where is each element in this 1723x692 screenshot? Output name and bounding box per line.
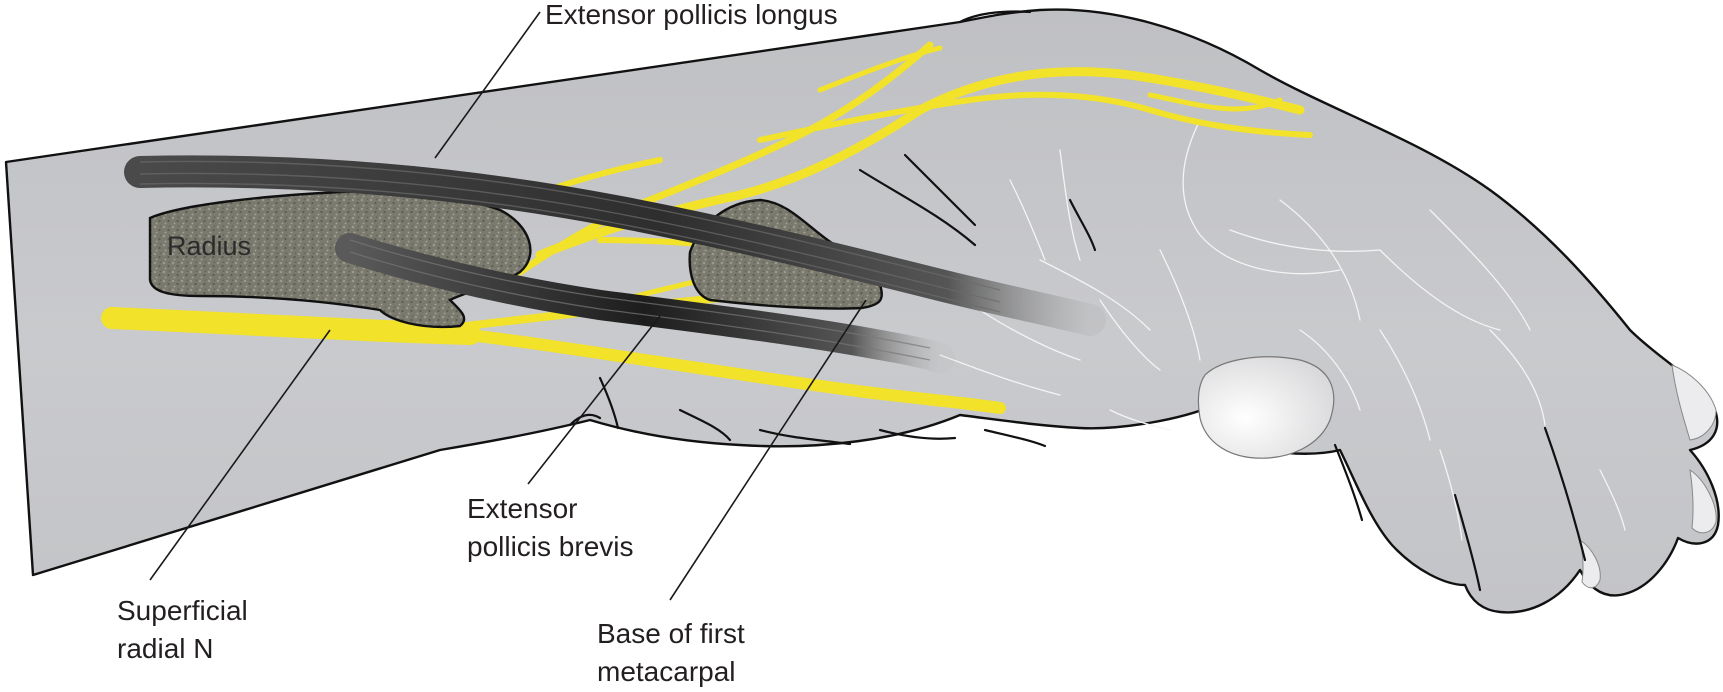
finger-nail [1689,468,1717,534]
label-extensor-pollicis-longus: Extensor pollicis longus [545,0,838,30]
leader-base [669,299,867,601]
arm-and-hand [4,8,1720,614]
extensor-pollicis-brevis-tendon [335,233,955,373]
finger-nail [1671,364,1717,441]
thumbnail [1197,356,1335,459]
label-radius: Radius [167,231,251,261]
label-base-line1: Base of first [597,618,745,649]
leader-lines [149,11,867,601]
extensor-pollicis-longus-tendon [124,155,1106,336]
leader-srn [149,329,331,581]
leader-epb [527,315,661,485]
label-srn-line1: Superficial [117,595,248,626]
finger-nail [1579,538,1601,589]
label-epb-line1: Extensor [467,493,578,524]
label-base-line2: metacarpal [597,656,736,687]
skin-creases [939,119,1626,541]
leader-epl [434,11,541,159]
forearm-hand-outline [4,8,1720,614]
label-srn-line2: radial N [117,633,213,664]
label-epb-line2: pollicis brevis [467,531,634,562]
